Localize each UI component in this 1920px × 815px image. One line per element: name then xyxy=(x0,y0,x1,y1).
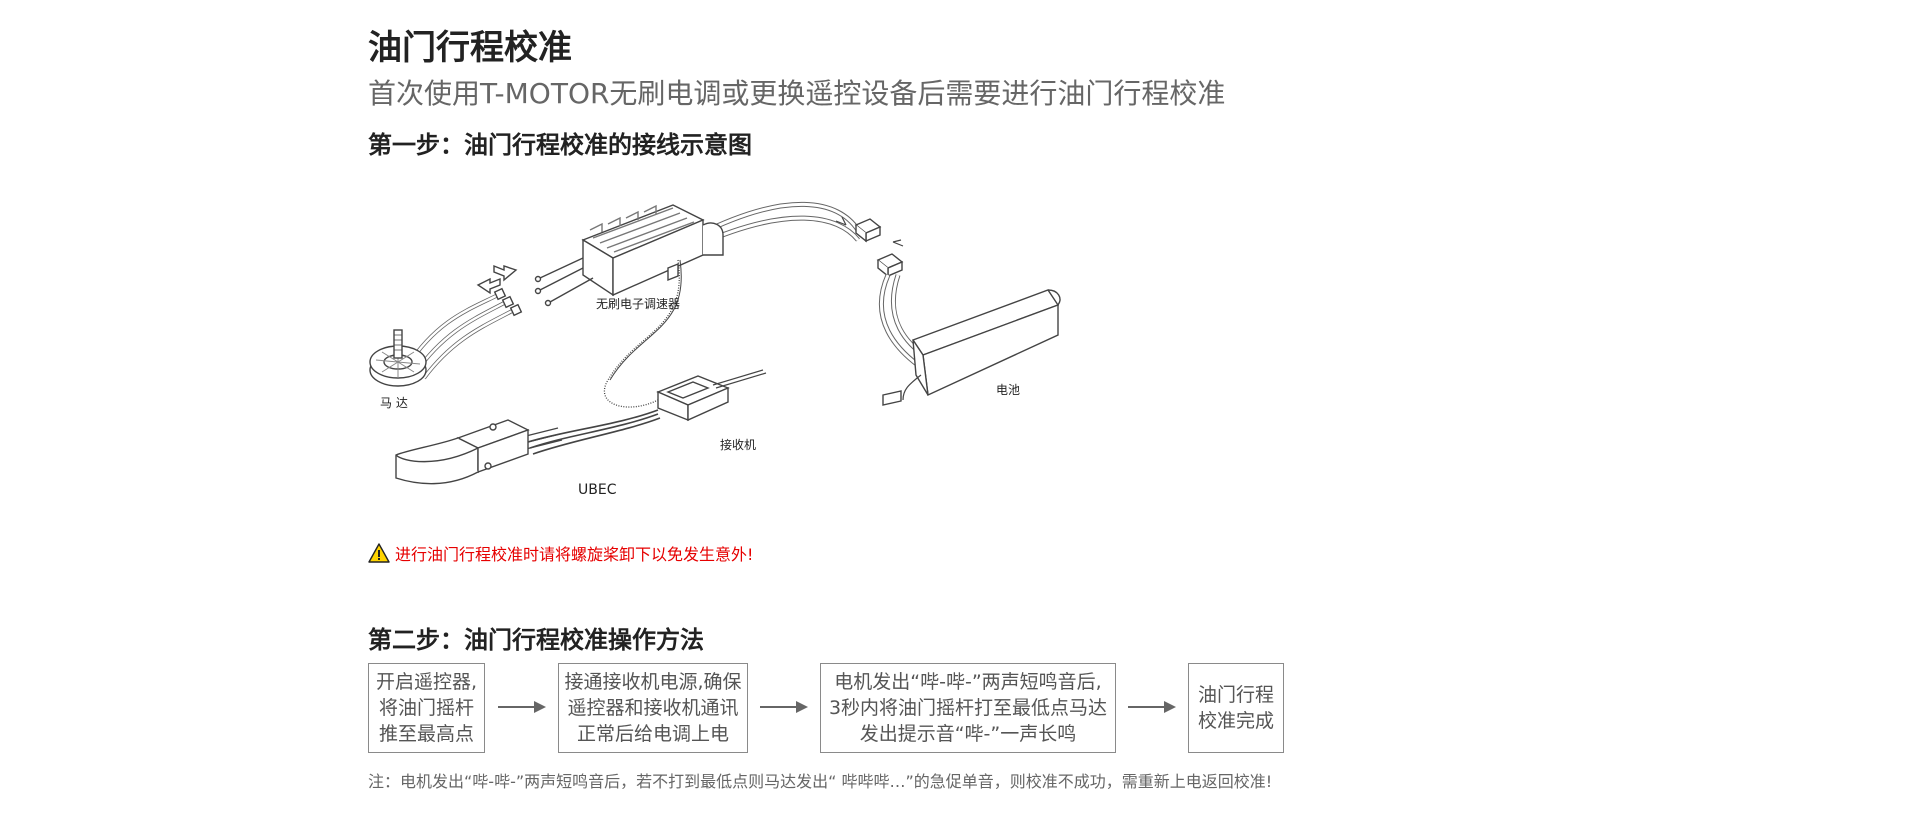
esc-label: 无刷电子调速器 xyxy=(596,297,680,311)
xt-connector-battery-side xyxy=(876,253,904,278)
warning-triangle-icon xyxy=(368,543,390,563)
balance-plug xyxy=(882,390,902,406)
flow-step-2-line-3: 正常后给电调上电 xyxy=(576,723,729,745)
flow-step-4-line-1: 油门行程 xyxy=(1197,684,1274,706)
flow-step-2-line-1: 接通接收机电源,确保 xyxy=(564,671,742,693)
calibration-note: 注：电机发出“哔-哔-”两声短鸣音后，若不打到最低点则马达发出“ 哔哔哔…”的急… xyxy=(368,772,1273,791)
warning-text: 进行油门行程校准时请将螺旋桨卸下以免发生意外! xyxy=(395,545,754,564)
page-title: 油门行程校准 xyxy=(368,28,572,68)
wiring-diagram: 无刷电子调速器 马 达 电池 接收机 UBEC xyxy=(369,201,1061,498)
safety-warning: 进行油门行程校准时请将螺旋桨卸下以免发生意外! xyxy=(368,541,753,565)
flow-step-2: 接通接收机电源,确保 遥控器和接收机通讯 正常后给电调上电 xyxy=(558,663,748,753)
flow-step-1-line-3: 推至最高点 xyxy=(378,723,474,745)
receiver-box xyxy=(656,375,730,422)
flow-step-1-line-2: 将油门摇杆 xyxy=(378,697,474,719)
battery-label: 电池 xyxy=(996,383,1020,397)
ubec-label: UBEC xyxy=(578,482,617,498)
flow-step-4: 油门行程 校准完成 xyxy=(1188,663,1284,753)
flow-step-3-line-3: 发出提示音“哔-”一声长鸣 xyxy=(859,723,1077,745)
arrow-right-icon xyxy=(760,701,808,713)
flow-step-3: 电机发出“哔-哔-”两声短鸣音后, 3秒内将油门摇杆打至最低点马达 发出提示音“… xyxy=(820,663,1116,753)
arrow-right-icon xyxy=(1128,701,1176,713)
flow-step-4-line-2: 校准完成 xyxy=(1197,710,1274,732)
flow-step-1: 开启遥控器, 将油门摇杆 推至最高点 xyxy=(368,663,485,753)
flow-step-1-line-1: 开启遥控器, xyxy=(375,671,478,693)
step1-heading: 第一步：油门行程校准的接线示意图 xyxy=(368,131,752,159)
xt-connector-esc-side xyxy=(854,218,882,243)
motor-label: 马 达 xyxy=(380,396,408,410)
page-subtitle: 首次使用T-MOTOR无刷电调或更换遥控设备后需要进行油门行程校准 xyxy=(368,77,1226,110)
receiver-label: 接收机 xyxy=(720,437,756,452)
flow-step-3-line-2: 3秒内将油门摇杆打至最低点马达 xyxy=(828,697,1108,719)
step2-heading: 第二步：油门行程校准操作方法 xyxy=(368,626,704,654)
motor-body xyxy=(369,329,427,387)
arrow-right-icon xyxy=(498,701,546,713)
battery-pack xyxy=(911,289,1061,397)
ubec-box xyxy=(395,419,530,485)
connect-arrow-right xyxy=(493,264,518,282)
flow-step-2-line-2: 遥控器和接收机通讯 xyxy=(567,697,739,719)
esc-body xyxy=(581,204,724,297)
flow-step-3-line-1: 电机发出“哔-哔-”两声短鸣音后, xyxy=(834,671,1102,693)
connect-arrow-left xyxy=(476,277,501,295)
